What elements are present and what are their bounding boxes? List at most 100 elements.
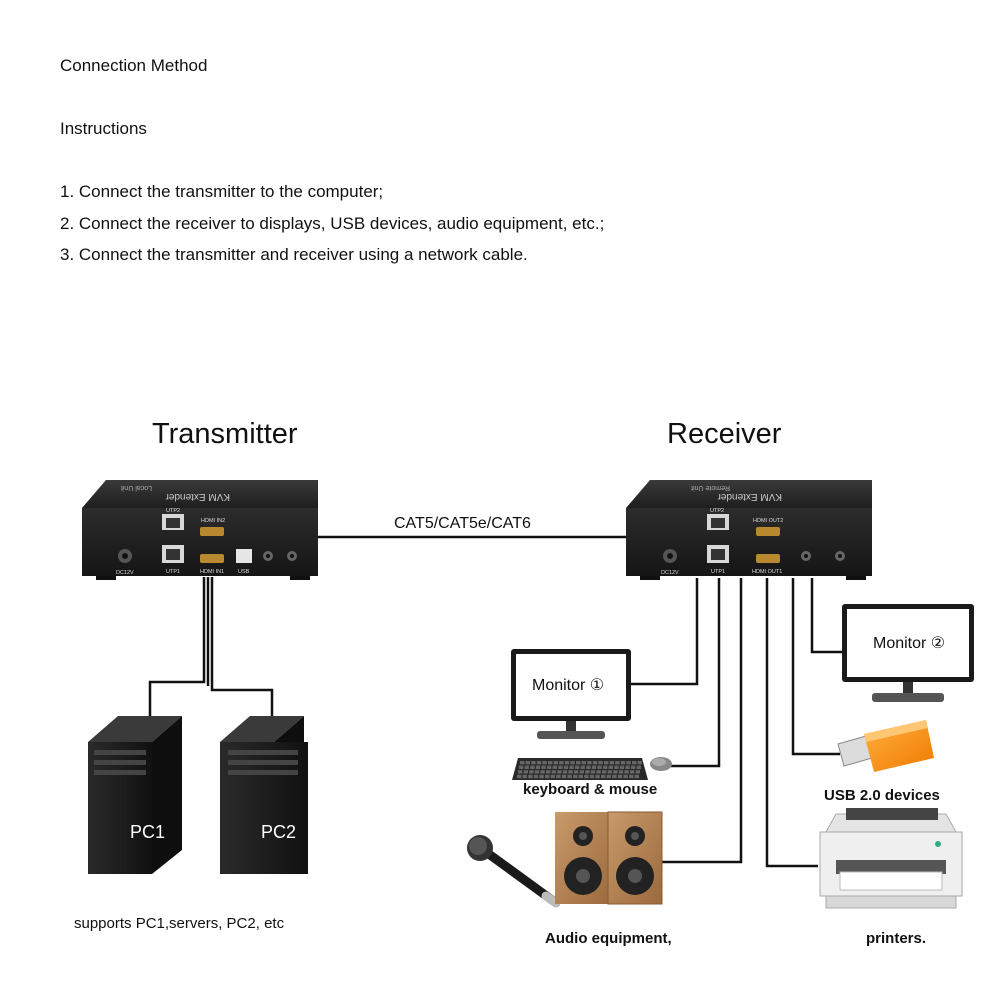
keyboard-key [603,765,608,769]
keyboard-key [580,765,585,769]
pc1-label: PC1 [130,822,165,842]
keyboard-key [519,765,524,769]
keyboard-key [563,765,569,769]
hdmi-out2-port [756,527,780,536]
keyboard-key [624,770,629,774]
receiver-unit: Remote Unit [691,484,730,491]
hdmi-in2-port [200,527,224,536]
cable-pc1 [148,577,206,718]
cable-audio [662,578,743,864]
keyboard-key [530,765,535,769]
pc2-tower: PC2 [220,716,308,874]
keyboard-key [631,765,636,769]
step-2: 2. Connect the receiver to displays, USB… [60,214,605,233]
svg-text:DC12V: DC12V [661,570,679,576]
printer-caption: printers. [866,930,926,947]
usb-caption: USB 2.0 devices [824,787,940,804]
keyboard-key [578,774,583,779]
keyboard-key [612,774,617,779]
keyboard-key [539,774,544,779]
receiver-brand: KVM Extender [717,491,782,502]
keyboard-key [542,761,547,765]
svg-text:HDMI IN2: HDMI IN2 [201,518,225,524]
monitor-1: Monitor ① [511,649,631,739]
mouse-icon [650,757,672,771]
keyboard-key [546,770,551,774]
svg-text:DC12V: DC12V [116,570,134,576]
keyboard-key [585,770,590,774]
keyboard-key [529,770,534,774]
usb-stick-icon [837,720,934,772]
keyboard [512,758,648,780]
keyboard-key [517,774,522,779]
receiver-box: KVM Extender Remote Unit UTP2 HDMI OUT2 … [626,480,872,580]
transmitter-unit: Local Unit [121,484,152,491]
keyboard-key [584,774,589,779]
keyboard-key [553,761,558,765]
cable-keyboard [670,578,721,768]
cables [148,535,844,868]
keyboard-key [609,761,614,765]
keyboard-key [561,774,567,779]
keyboard-key [523,770,528,774]
monitor-1-label: Monitor ① [532,677,604,694]
keyboard-key [531,761,536,765]
keyboard-key [576,761,581,765]
keyboard-key [574,770,579,774]
keyboard-key [590,770,596,774]
pc1-tower: PC1 [88,716,182,874]
usb-port [236,549,252,563]
printer-icon [819,808,963,909]
svg-text:USB: USB [238,569,250,575]
keyboard-key [629,774,634,779]
hdmi-out1-port [756,554,780,563]
keyboard-caption: keyboard & mouse [523,781,657,798]
keyboard-key [564,761,570,765]
svg-text:HDMI IN1: HDMI IN1 [200,569,224,575]
keyboard-key [540,770,545,774]
keyboard-key [541,765,546,769]
keyboard-key [569,765,574,769]
keyboard-key [535,765,541,769]
keyboard-key [551,770,556,774]
keyboard-key [623,774,628,779]
svg-text:UTP1: UTP1 [711,569,725,575]
heading: Connection Method [60,56,208,75]
cable-printer [765,578,818,868]
keyboard-key [617,774,623,779]
keyboard-key [579,770,584,774]
keyboard-key [557,770,562,774]
svg-text:HDMI OUT1: HDMI OUT1 [752,569,782,575]
keyboard-key [615,761,620,765]
keyboard-key [637,761,642,765]
keyboard-key [570,761,575,765]
keyboard-key [520,761,525,765]
keyboard-key [545,774,550,779]
keyboard-key [607,770,612,774]
keyboard-key [602,770,607,774]
keyboard-key [620,761,626,765]
keyboard-key [586,765,591,769]
keyboard-key [524,765,529,769]
keyboard-key [614,765,619,769]
keyboard-key [548,761,553,765]
cable-pc2 [210,577,274,718]
keyboard-key [533,774,539,779]
hdmi-in1-port [200,554,224,563]
microphone-icon [467,835,561,908]
speakers-icon [555,811,663,905]
keyboard-key [573,774,578,779]
monitor-2: Monitor ② [842,604,974,702]
keyboard-key [592,761,598,765]
svg-text:HDMI OUT2: HDMI OUT2 [753,518,783,524]
keyboard-key [604,761,609,765]
svg-text:UTP1: UTP1 [166,569,180,575]
keyboard-key [575,765,580,769]
step-3: 3. Connect the transmitter and receiver … [60,245,528,264]
keyboard-key [608,765,613,769]
keyboard-key [630,770,635,774]
keyboard-key [552,765,557,769]
keyboard-key [597,765,602,769]
transmitter-box: KVM Extender Local Unit UTP2 HDMI IN2 DC… [82,480,318,580]
